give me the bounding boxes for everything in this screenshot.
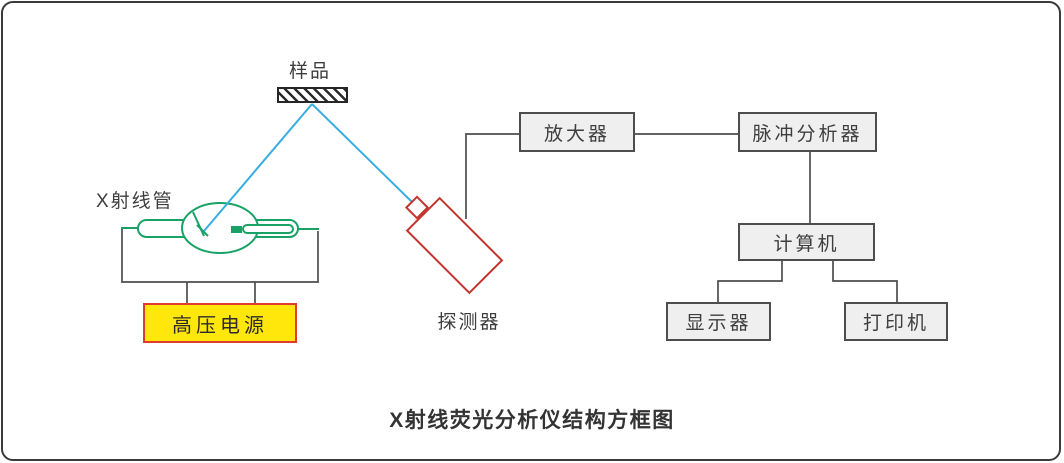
xray-tube-drawing: [121, 202, 319, 254]
wire-tube-to-power-loop: [121, 229, 319, 283]
xray-tube-label: X射线管: [96, 191, 174, 212]
amplifier-box: 放大器: [519, 112, 635, 152]
tube-cathode-branch: [196, 224, 209, 237]
beam-tube-to-sample: [203, 103, 313, 232]
diagram-title: X射线荧光分析仪结构方框图: [389, 409, 675, 432]
tube-cathode-filament: [192, 211, 205, 237]
pulse-analyzer-box: 脉冲分析器: [738, 112, 877, 152]
sample-label: 样品: [288, 61, 331, 82]
detector-window: [404, 195, 430, 220]
detector-drawing: [404, 195, 504, 295]
detector-body: [405, 196, 504, 295]
xray-beams: [203, 103, 414, 232]
detector-label: 探测器: [437, 312, 501, 333]
printer-box: 打印机: [844, 302, 948, 341]
tube-anode-rod: [242, 224, 294, 234]
display-box: 显示器: [666, 302, 771, 341]
hv-supply-box: 高压电源: [143, 303, 297, 343]
connector-lines: [121, 133, 898, 303]
wire-computer-to-display: [717, 261, 783, 302]
tube-anode-target: [231, 226, 242, 233]
wire-computer-to-printer: [832, 261, 898, 302]
beam-sample-to-detector: [311, 103, 414, 204]
sample-hatch: [277, 87, 348, 103]
computer-box: 计算机: [738, 223, 875, 261]
wire-detector-to-amplifier: [465, 133, 519, 219]
